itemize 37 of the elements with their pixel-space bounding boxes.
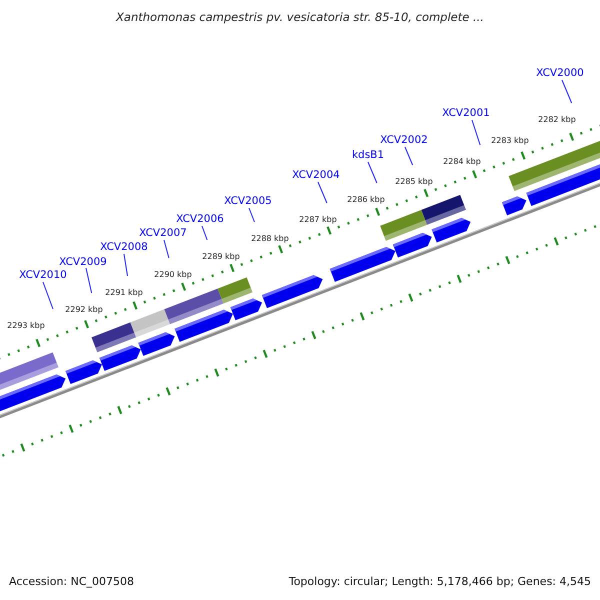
scale-label: 2292 kbp bbox=[65, 306, 103, 314]
gene-label: XCV2004 bbox=[292, 170, 340, 180]
scale-label: 2288 kbp bbox=[251, 235, 289, 243]
gene-label: kdsB1 bbox=[352, 150, 384, 160]
leader-line bbox=[164, 240, 170, 258]
leader-line bbox=[124, 254, 128, 276]
scale-label: 2286 kbp bbox=[347, 196, 385, 204]
footer-text: Accession: NC_007508 bbox=[9, 576, 134, 587]
leader-line bbox=[404, 146, 414, 166]
gene-label: XCV2008 bbox=[100, 242, 148, 252]
footer-text: Topology: circular; Length: 5,178,466 bp; Genes: 4,545 bbox=[288, 576, 591, 587]
leader-line bbox=[202, 226, 208, 240]
leader-line bbox=[42, 282, 54, 310]
leader-line bbox=[472, 120, 481, 146]
scale-label: 2293 kbp bbox=[7, 322, 45, 330]
leader-line bbox=[318, 182, 328, 204]
scale-label: 2283 kbp bbox=[491, 137, 529, 145]
gene-label: XCV2000 bbox=[536, 68, 584, 78]
scale-label: 2289 kbp bbox=[202, 253, 240, 261]
gene-label: XCV2007 bbox=[139, 228, 187, 238]
leader-line bbox=[368, 162, 378, 184]
gene-label: XCV2005 bbox=[224, 196, 272, 206]
gene-label: XCV2009 bbox=[59, 256, 107, 268]
scale-label: 2290 kbp bbox=[154, 271, 192, 279]
leader-line bbox=[86, 268, 92, 294]
gene-label: XCV2001 bbox=[442, 108, 490, 118]
scale-label: 2285 kbp bbox=[395, 178, 433, 186]
gene-label: XCV2010 bbox=[19, 270, 67, 280]
leader-line bbox=[562, 80, 572, 104]
scale-label: 2284 kbp bbox=[443, 158, 481, 166]
leader-line bbox=[248, 208, 255, 222]
title: Xanthomonas campestris pv. vesicatoria str. 85-10, complete ... bbox=[116, 12, 484, 24]
scale-label: 2287 kbp bbox=[299, 216, 337, 224]
gene-label: XCV2002 bbox=[380, 134, 428, 146]
gene-label: XCV2006 bbox=[176, 214, 224, 224]
scale-label: 2282 kbp bbox=[538, 116, 576, 124]
scale-label: 2291 kbp bbox=[105, 289, 143, 297]
